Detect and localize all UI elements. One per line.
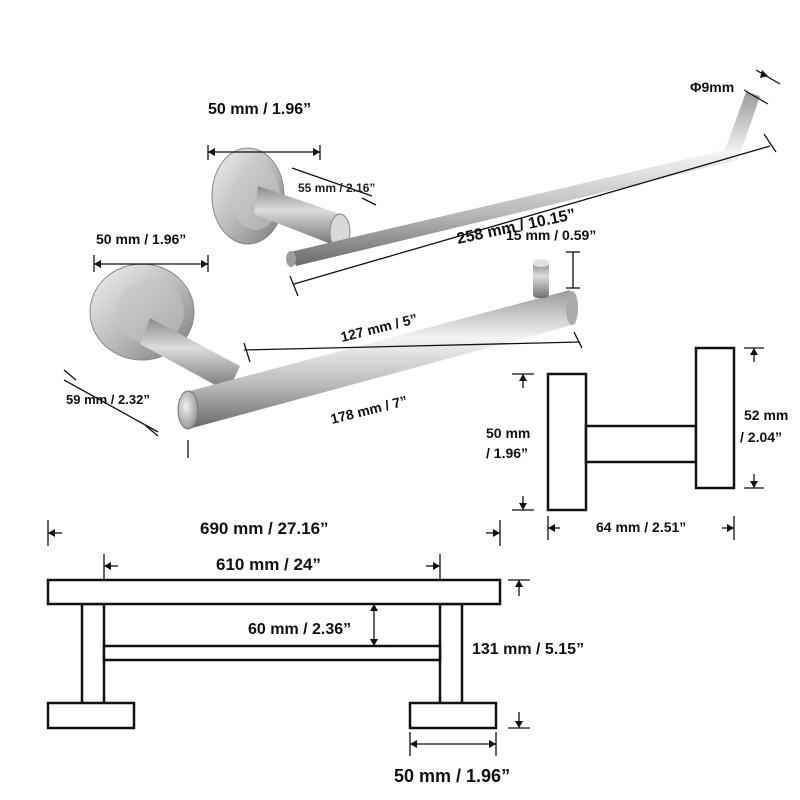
towel-bar-inner-length-label: 610 mm / 24” (216, 555, 321, 574)
robe-hook-outline (546, 346, 736, 512)
robe-hook-depth-label: 64 mm / 2.51” (596, 519, 686, 535)
paper-holder-lip-top (533, 259, 549, 267)
towel-bar-base-width-label: 50 mm / 1.96” (394, 766, 510, 786)
towel-bar-left-post (80, 602, 106, 706)
paper-holder-projection-label: 59 mm / 2.32” (66, 392, 150, 407)
towel-ring-arm-label: 55 mm / 2.16” (298, 181, 375, 195)
towel-ring-product (211, 92, 760, 267)
towel-bar-right-post (438, 602, 464, 706)
paper-holder-total-length-label: 178 mm / 7” (329, 392, 409, 427)
towel-bar-top-rail (46, 578, 502, 606)
towel-ring-rod (290, 92, 760, 266)
robe-hook-cap-height-label-line1: 52 mm (744, 407, 788, 423)
towel-bar-outline (46, 578, 502, 730)
paper-holder-base-label: 50 mm / 1.96” (96, 231, 186, 247)
towel-bar-right-base (408, 701, 498, 730)
paper-holder-lip (533, 262, 549, 298)
paper-holder-rod-cap (177, 390, 199, 430)
robe-hook-cap-height-label-line2: / 2.04” (740, 429, 782, 445)
towel-bar-lower-rail (102, 644, 442, 662)
towel-ring-arm (254, 186, 340, 246)
paper-holder-lip-label: 15 mm / 0.59” (506, 227, 596, 243)
towel-bar-left-base (46, 701, 136, 730)
robe-hook-arm (584, 424, 698, 464)
paper-holder-rod-end (566, 291, 578, 325)
robe-hook-base-height-label-line1: 50 mm (486, 425, 530, 441)
paper-holder-rod (186, 290, 576, 428)
robe-hook-base-height-label-line2: / 1.96” (486, 445, 528, 461)
paper-holder-product (89, 259, 578, 430)
robe-hook-cap (694, 346, 736, 490)
paper-holder-arm (140, 318, 240, 392)
towel-ring-rod-diameter-label: Φ9mm (690, 79, 734, 95)
towel-bar-rail-gap-label: 60 mm / 2.36” (248, 621, 351, 638)
dimension-lines (47, 69, 781, 756)
towel-ring-rod-end (286, 251, 296, 267)
towel-ring-base-label: 50 mm / 1.96” (208, 101, 311, 118)
towel-bar-projection-label: 131 mm / 5.15” (472, 641, 584, 658)
robe-hook-base-plate (546, 372, 588, 512)
towel-bar-overall-length-label: 690 mm / 27.16” (200, 519, 329, 538)
